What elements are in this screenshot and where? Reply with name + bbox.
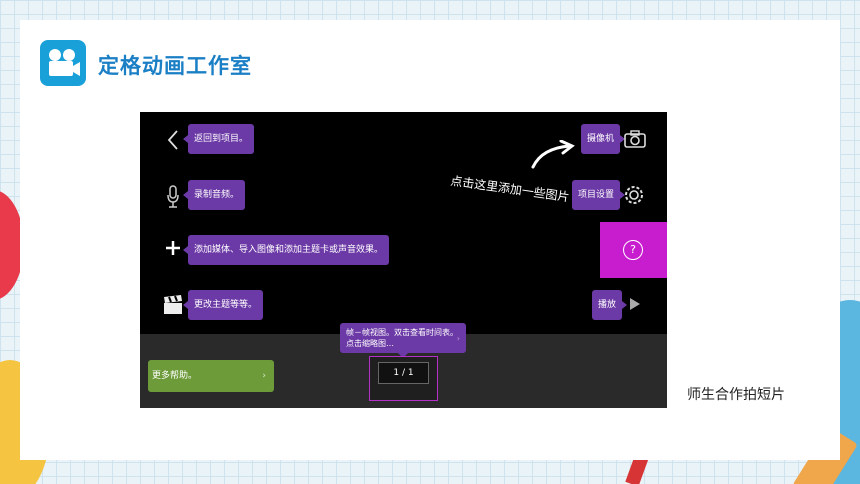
tip-theme: 更改主题等等。 [182, 290, 264, 320]
arrow-icon [530, 139, 578, 175]
frame-counter: 1 / 1 [378, 362, 429, 384]
page-title: 定格动画工作室 [98, 54, 252, 78]
chevron-right-icon: › [262, 371, 266, 381]
microphone-icon[interactable] [166, 185, 180, 214]
handwritten-note: 点击这里添加一些图片 [449, 173, 571, 205]
more-help-button[interactable]: 更多帮助。 › [148, 360, 274, 392]
plus-icon[interactable] [164, 239, 182, 262]
tip-frame-view: 帧－帧视图。双击查看时间表。点击缩略图… › [340, 323, 466, 358]
tip-camera: 摄像机 [581, 124, 626, 154]
app-screenshot: 返回到项目。 录制音频。 添加媒体、导入图像和添加主题卡或声音效果。 更改主题等… [140, 112, 667, 408]
video-camera-icon [40, 40, 86, 86]
tip-play: 播放 [592, 290, 628, 320]
tip-add-media: 添加媒体、导入图像和添加主题卡或声音效果。 [182, 235, 390, 265]
tip-record-audio: 录制音频。 [182, 180, 246, 210]
frame-thumbnail[interactable]: 1 / 1 [369, 356, 438, 401]
slide-caption: 师生合作拍短片 [687, 387, 785, 403]
slide-card: 定格动画工作室 返回到项目。 录制音频。 添加媒体、导入图像和添加主题卡或声音效… [20, 20, 840, 460]
gear-icon[interactable] [623, 184, 645, 211]
help-button[interactable]: ? [600, 222, 667, 278]
tip-back: 返回到项目。 [182, 124, 255, 154]
play-icon[interactable] [628, 296, 642, 317]
more-help-label: 更多帮助。 [152, 371, 198, 381]
camera-icon[interactable] [624, 129, 646, 154]
back-chevron-icon[interactable] [166, 129, 180, 156]
help-icon: ? [623, 240, 643, 260]
frame-view-text: 帧－帧视图。双击查看时间表。点击缩略图… [346, 328, 458, 348]
clapperboard-icon[interactable] [162, 294, 184, 321]
tip-project-settings: 项目设置 [572, 180, 626, 210]
chevron-right-icon: › [456, 334, 460, 343]
